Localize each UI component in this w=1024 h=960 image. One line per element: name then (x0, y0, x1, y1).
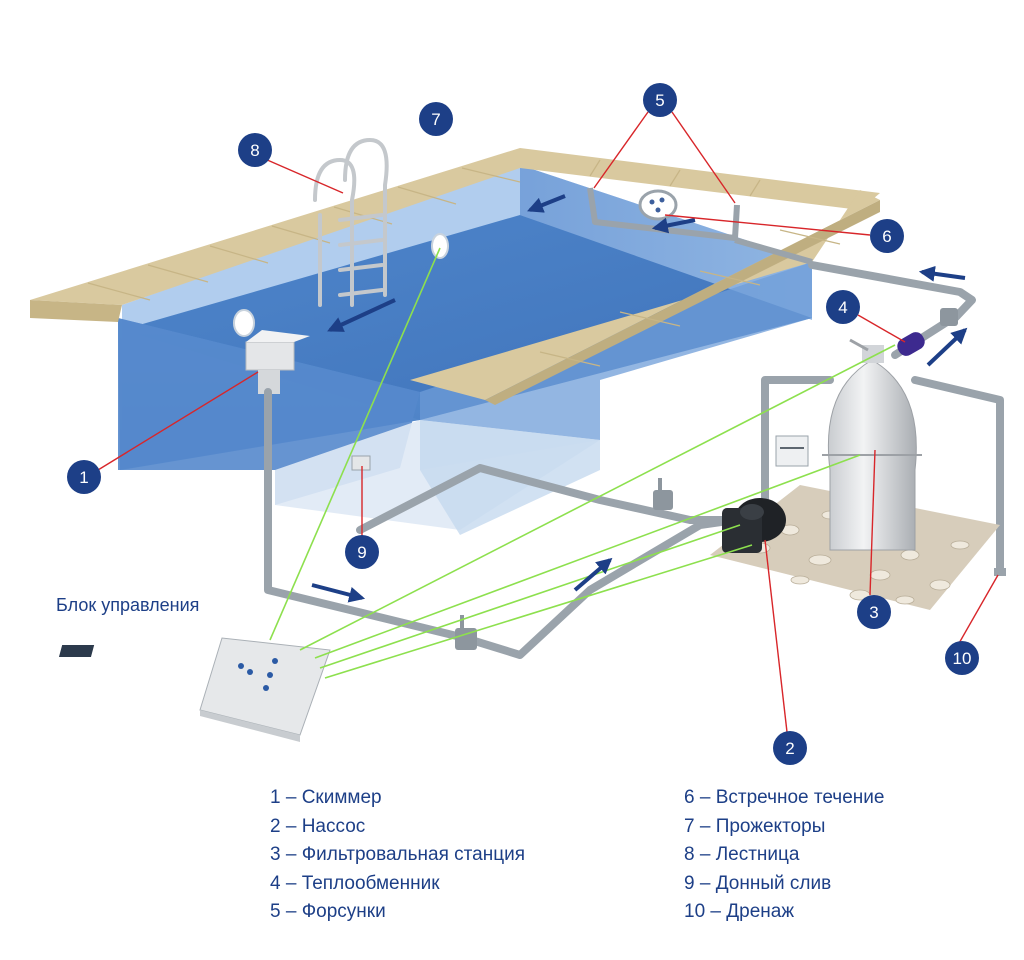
legend-item-5: 5 – Форсунки (270, 901, 386, 922)
callout-5: 5 (643, 83, 677, 117)
legend-item-7: 7 – Прожекторы (684, 815, 826, 837)
svg-text:3: 3 (869, 603, 878, 622)
svg-text:6: 6 (882, 227, 891, 246)
legend-item-6: 6 – Встречное течение (684, 787, 885, 808)
callout-3: 3 (857, 595, 891, 629)
control-unit-label: Блок управления (56, 595, 200, 615)
callout-10: 10 (945, 641, 979, 675)
callout-8: 8 (238, 133, 272, 167)
callout-6: 6 (870, 219, 904, 253)
callout-1: 1 (67, 460, 101, 494)
pipework (264, 261, 1004, 659)
svg-text:1: 1 (79, 468, 88, 487)
svg-text:2: 2 (785, 739, 794, 758)
control-signal-lines (269, 247, 896, 679)
callout-7: 7 (419, 102, 453, 136)
valves (455, 308, 958, 650)
pool-deck-left (30, 300, 122, 322)
bottom-drain (351, 455, 371, 471)
legend-item-2: 2 – Нассос (270, 815, 366, 837)
control-unit (58, 637, 331, 742)
pool-ladder (313, 137, 389, 307)
legend-right: 6 – Встречное течение 7 – Прожекторы 8 –… (684, 784, 884, 927)
pool-side-face (420, 262, 812, 470)
svg-text:5: 5 (655, 91, 664, 110)
pump (722, 498, 786, 553)
callout-9: 9 (345, 535, 379, 569)
legend-item-3: 3 – Фильтровальная станция (270, 844, 525, 865)
legend-item-1: 1 – Скиммер (270, 787, 382, 808)
drainage-outlet (994, 568, 1006, 576)
legend-item-4: 4 – Теплообменник (270, 872, 440, 894)
electrical-box (775, 435, 809, 467)
pool-deck-back (30, 148, 880, 305)
leader-lines (97, 111, 999, 733)
callout-4: 4 (826, 290, 860, 324)
heat-exchanger (897, 332, 925, 356)
pool-light-left (233, 309, 255, 337)
pool-light-back (431, 233, 449, 259)
pebbles (749, 510, 970, 605)
legend-item-8: 8 – Лестница (684, 844, 800, 865)
flow-arrows (311, 194, 968, 603)
svg-text:7: 7 (431, 110, 440, 129)
filter-station (822, 338, 922, 551)
callout-2: 2 (773, 731, 807, 765)
pool-deck-right (410, 190, 880, 400)
svg-text:9: 9 (357, 543, 366, 562)
svg-text:8: 8 (250, 141, 259, 160)
legend-item-10: 10 – Дренаж (684, 901, 795, 922)
svg-text:10: 10 (953, 649, 972, 668)
legend-item-9: 9 – Донный слив (684, 872, 832, 894)
svg-text:4: 4 (838, 298, 847, 317)
counter-current-unit (638, 189, 678, 221)
skimmer (245, 330, 310, 394)
legend-left: 1 – Скиммер 2 – Нассос 3 – Фильтровальна… (270, 784, 525, 927)
